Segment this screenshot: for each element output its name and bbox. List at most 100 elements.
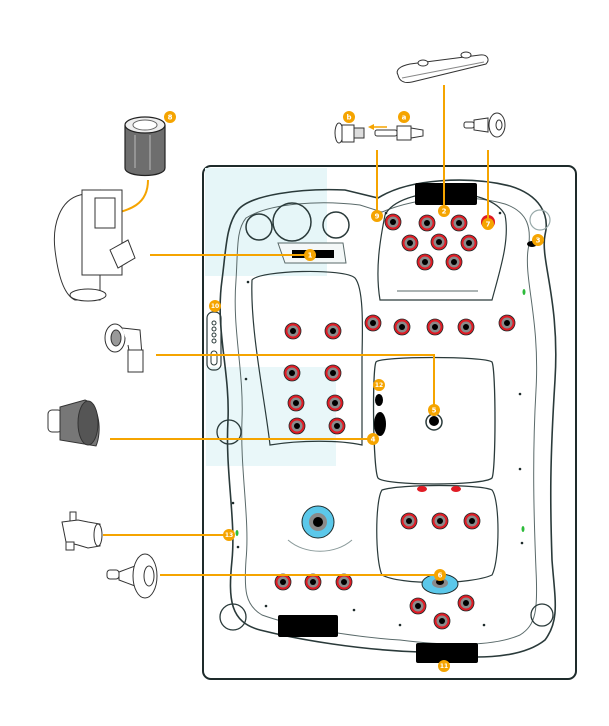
callout-badge-b: b — [343, 111, 355, 123]
suction-fitting-center — [429, 416, 439, 426]
jet — [426, 318, 444, 336]
jet — [433, 612, 451, 630]
jet — [416, 253, 434, 271]
callout-label: 11 — [440, 663, 448, 670]
air-injector-illustration — [334, 122, 424, 144]
jet — [324, 364, 342, 382]
skimmer-housing-illustration — [53, 189, 136, 302]
callout-badge-10: 10 — [209, 300, 221, 312]
tint-area-mid — [206, 367, 336, 466]
tub-frame — [202, 165, 577, 680]
footwell-outline — [372, 356, 496, 485]
cup-holder — [216, 419, 242, 445]
callout-badge-4: 4 — [367, 433, 379, 445]
jet — [401, 234, 419, 252]
jet — [384, 213, 402, 231]
callout-label: 1 — [308, 252, 313, 260]
jet — [430, 233, 448, 251]
callout-badge-6: 6 — [434, 569, 446, 581]
jet — [445, 253, 463, 271]
callout-badge-5: 5 — [428, 404, 440, 416]
callout-badge-3: 3 — [532, 234, 544, 246]
jet — [284, 322, 302, 340]
callout-label: 3 — [536, 237, 541, 245]
callout-badge-7: 7 — [482, 218, 494, 230]
footwell-jet-large-center — [313, 517, 323, 527]
callout-label: 7 — [486, 221, 491, 229]
jet — [364, 314, 382, 332]
jet — [463, 512, 481, 530]
mini-jet — [451, 486, 461, 492]
callout-label: 10 — [211, 303, 219, 310]
tub-shell-inner — [234, 197, 538, 645]
callout-label: 4 — [371, 436, 376, 444]
callout-label: b — [346, 114, 351, 122]
cup-holder — [219, 603, 247, 631]
jet — [304, 573, 322, 591]
callout-label: 8 — [168, 114, 173, 122]
arrow-head — [368, 124, 374, 130]
jet — [328, 417, 346, 435]
leader-lines — [103, 85, 489, 576]
jet — [460, 234, 478, 252]
jet — [450, 214, 468, 232]
callout-label: 5 — [432, 407, 437, 415]
callout-badge-9: 9 — [371, 210, 383, 222]
lounge-seat-outline — [376, 484, 499, 584]
jet — [324, 322, 342, 340]
mini-jet — [417, 486, 427, 492]
diverter-knob-illustration — [47, 399, 100, 447]
jet — [326, 394, 344, 412]
jet — [418, 214, 436, 232]
control-panel-buttons — [210, 320, 218, 366]
callout-badge-12: 12 — [373, 379, 385, 391]
jets-layer — [274, 213, 516, 630]
jet — [287, 394, 305, 412]
jet — [498, 314, 516, 332]
small-dots — [231, 211, 524, 627]
callout-badge-8: 8 — [164, 111, 176, 123]
cup-holder — [530, 603, 554, 627]
callout-badge-13: 13 — [223, 529, 235, 541]
jet — [335, 573, 353, 591]
jet — [409, 597, 427, 615]
cup-holder — [245, 213, 273, 241]
callout-badge-1: 1 — [304, 249, 316, 261]
jet — [400, 512, 418, 530]
cup-holder — [529, 209, 551, 231]
headrest-pillow-illustration — [396, 51, 489, 83]
jet — [283, 364, 301, 382]
large-jet-illustration — [106, 553, 158, 599]
callout-label: 12 — [375, 382, 383, 389]
jet — [288, 417, 306, 435]
footwell-arc — [287, 539, 353, 552]
jet — [457, 318, 475, 336]
cup-holder — [272, 202, 312, 242]
callout-label: 6 — [438, 572, 443, 580]
seat-outline — [251, 270, 364, 446]
suction-elbow-illustration — [104, 323, 144, 373]
callout-badge-2: 2 — [438, 205, 450, 217]
jet — [393, 318, 411, 336]
callout-label: a — [402, 114, 407, 122]
jet — [457, 594, 475, 612]
jet — [431, 512, 449, 530]
callout-label: 13 — [225, 532, 233, 539]
jet — [274, 573, 292, 591]
led-indicator — [235, 530, 239, 536]
callout-label: 9 — [375, 213, 380, 221]
filter-cartridge-illustration — [124, 116, 166, 177]
led-indicator — [522, 289, 526, 295]
air-valve — [375, 394, 383, 406]
drain-valve-illustration — [61, 511, 103, 551]
callout-label: 2 — [442, 208, 447, 216]
diverter-valve — [374, 412, 386, 436]
mini-jet-illustration — [463, 112, 506, 138]
cup-holder — [322, 211, 350, 239]
control-panel — [206, 311, 222, 371]
led-indicator — [521, 526, 525, 532]
headrest-pillow — [415, 183, 477, 205]
callout-badge-a: a — [398, 111, 410, 123]
